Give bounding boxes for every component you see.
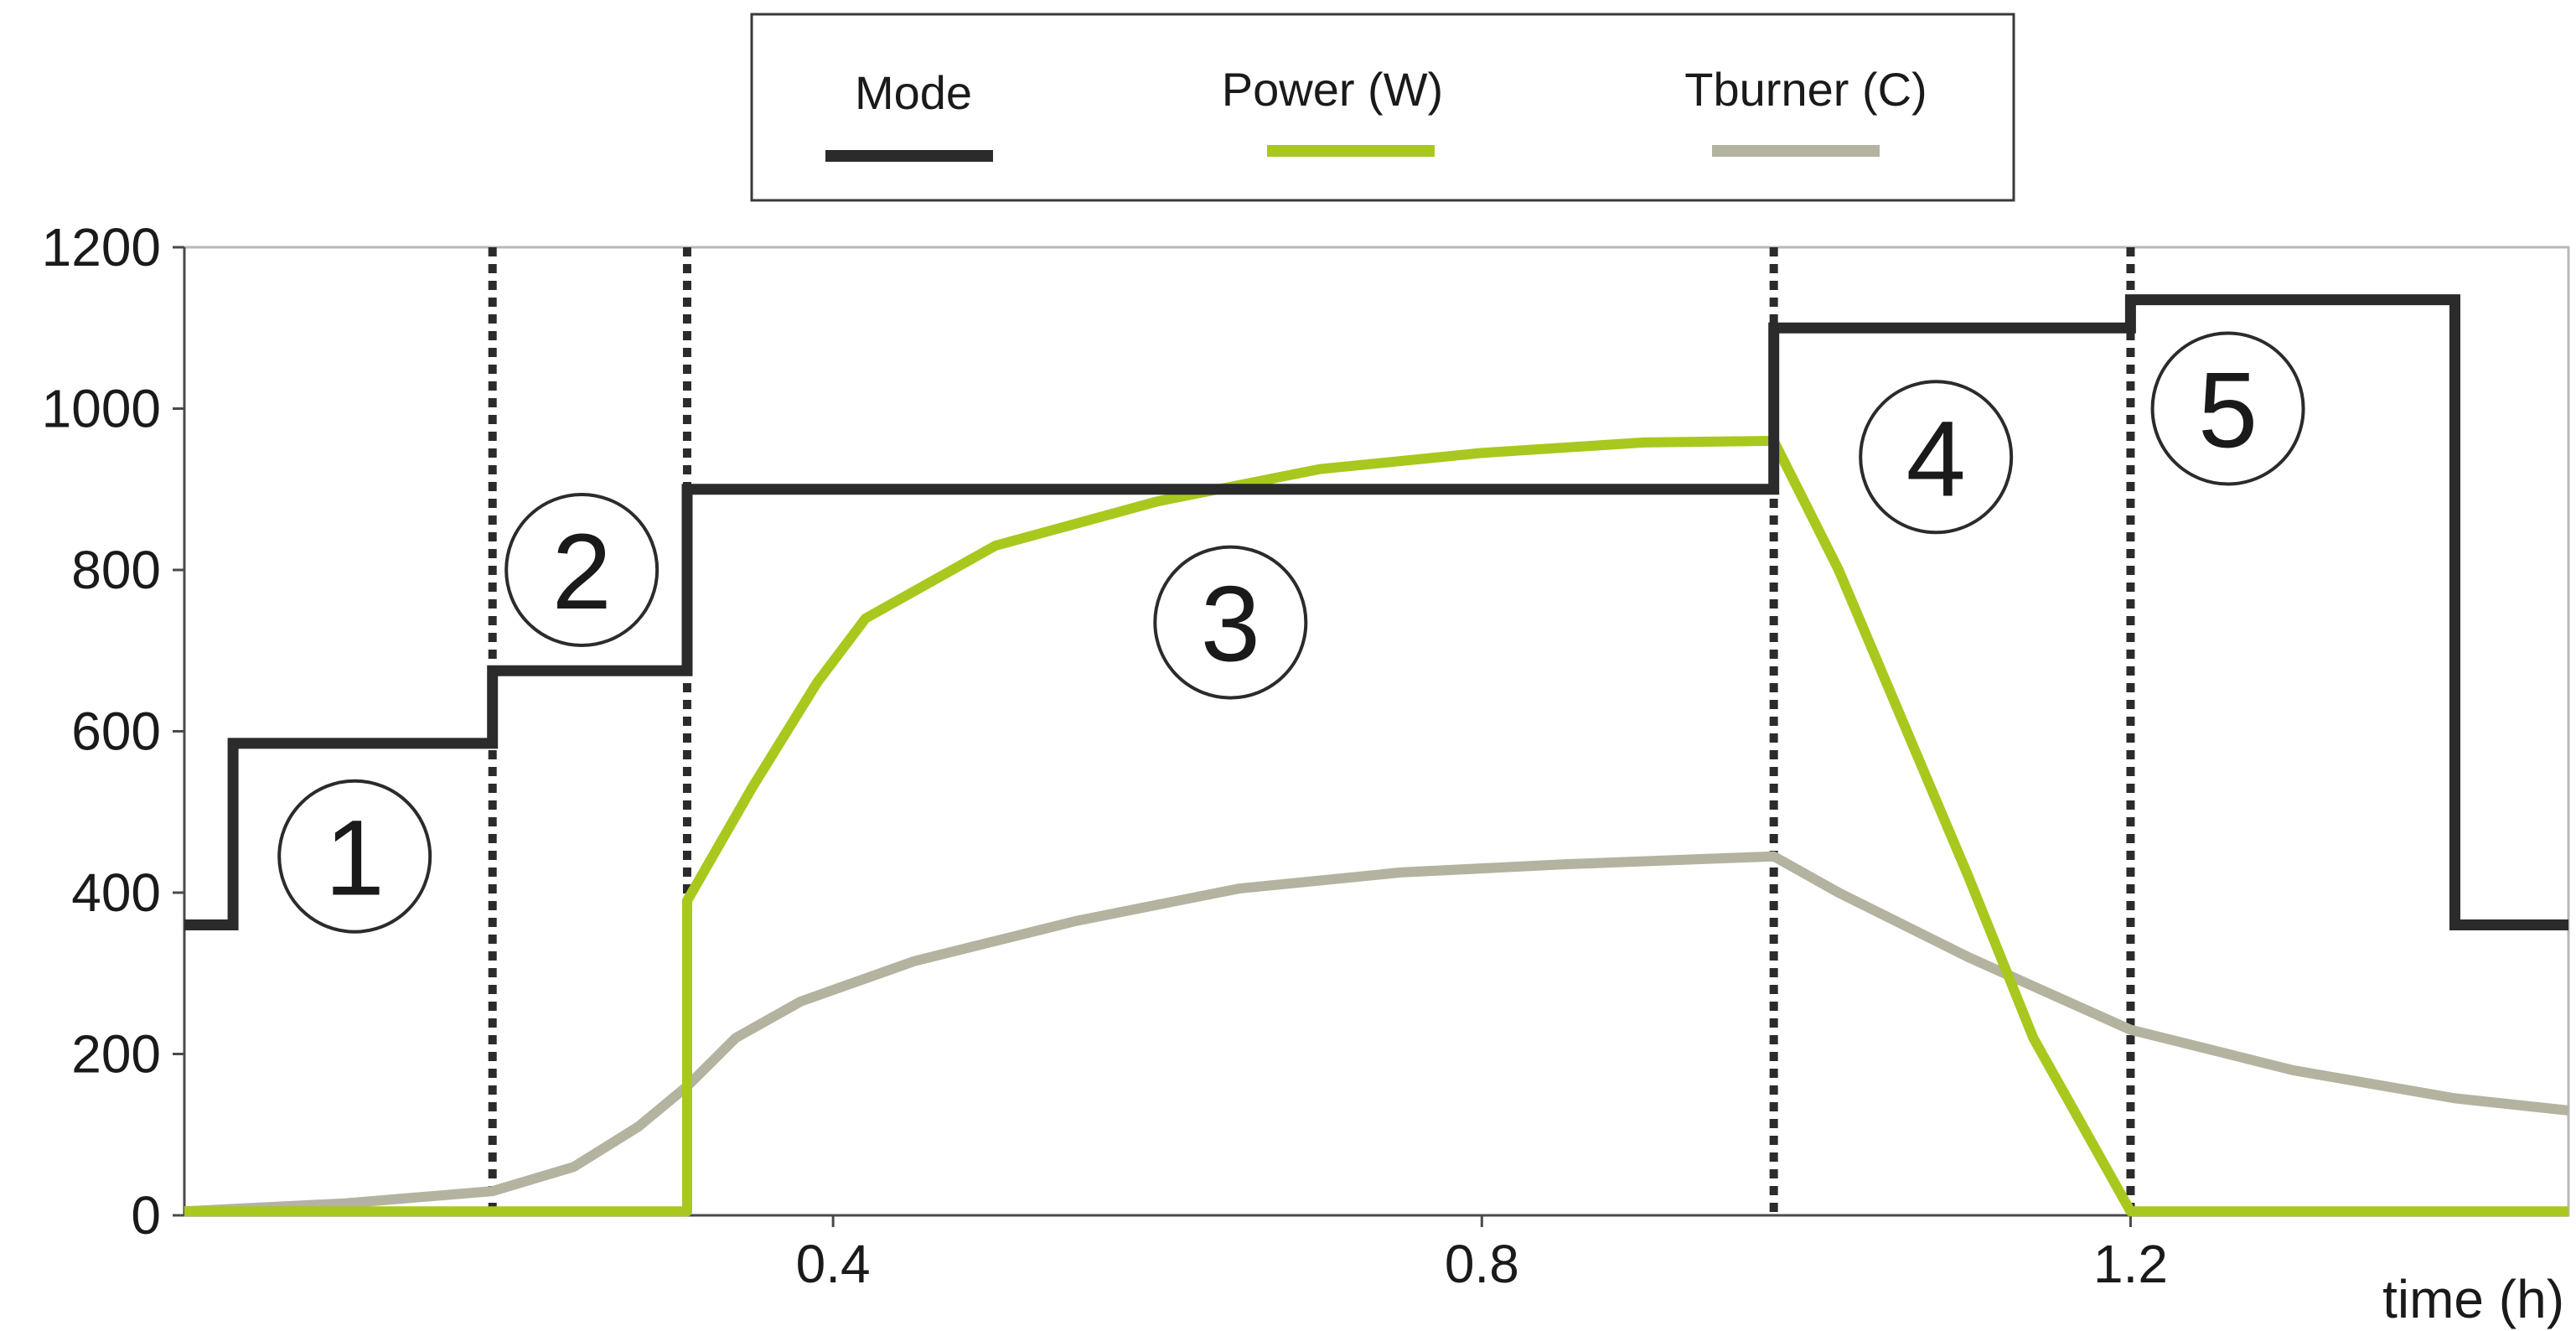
legend-label-tburner: Tburner (C)	[1684, 63, 1927, 116]
x-tick-label: 0.4	[796, 1234, 871, 1294]
phase-circle	[1859, 380, 2014, 535]
phase-label: 2	[552, 512, 612, 632]
series-lines	[184, 294, 2569, 1217]
y-axis: 0 200 400 600 800 1000 1200	[42, 217, 186, 1246]
phase-marker-5: 5	[2150, 331, 2305, 486]
phase-circle	[2150, 331, 2305, 486]
y-tick-label: 600	[71, 702, 161, 762]
series-line-power	[184, 436, 2568, 1217]
x-tick-label: 0.8	[1445, 1234, 1519, 1294]
phase-label: 4	[1906, 399, 1966, 519]
y-tick-label: 200	[71, 1024, 161, 1085]
phase-circle	[277, 779, 432, 934]
phase-marker-2: 2	[504, 493, 660, 647]
legend: Mode Power (W) Tburner (C)	[750, 13, 2015, 202]
phase-boundaries	[488, 247, 2135, 1215]
legend-box	[750, 13, 2015, 202]
series-line-mode	[184, 294, 2568, 930]
series-line-tburner	[184, 851, 2569, 1217]
y-tick-label: 0	[131, 1185, 161, 1246]
legend-label-mode: Mode	[855, 66, 972, 119]
y-tick-label: 1200	[42, 217, 161, 277]
phase-label: 3	[1201, 565, 1260, 685]
phase-markers: 1 2 3 4 5	[277, 331, 2305, 934]
phase-label: 5	[2198, 351, 2258, 471]
phase-circle	[504, 493, 660, 647]
y-tick-label: 400	[71, 862, 161, 923]
phase-marker-3: 3	[1153, 545, 1308, 700]
phase-circle	[1153, 545, 1308, 700]
x-axis-title: time (h)	[2382, 1269, 2564, 1329]
y-tick-label: 800	[71, 540, 161, 600]
legend-label-power: Power (W)	[1222, 63, 1443, 116]
phase-marker-4: 4	[1859, 380, 2014, 535]
phase-label: 1	[325, 799, 385, 919]
x-tick-label: 1.2	[2093, 1234, 2168, 1294]
y-tick-label: 1000	[42, 379, 161, 439]
x-axis: 0.4 0.8 1.2	[184, 1214, 2568, 1294]
phase-marker-1: 1	[277, 779, 432, 934]
